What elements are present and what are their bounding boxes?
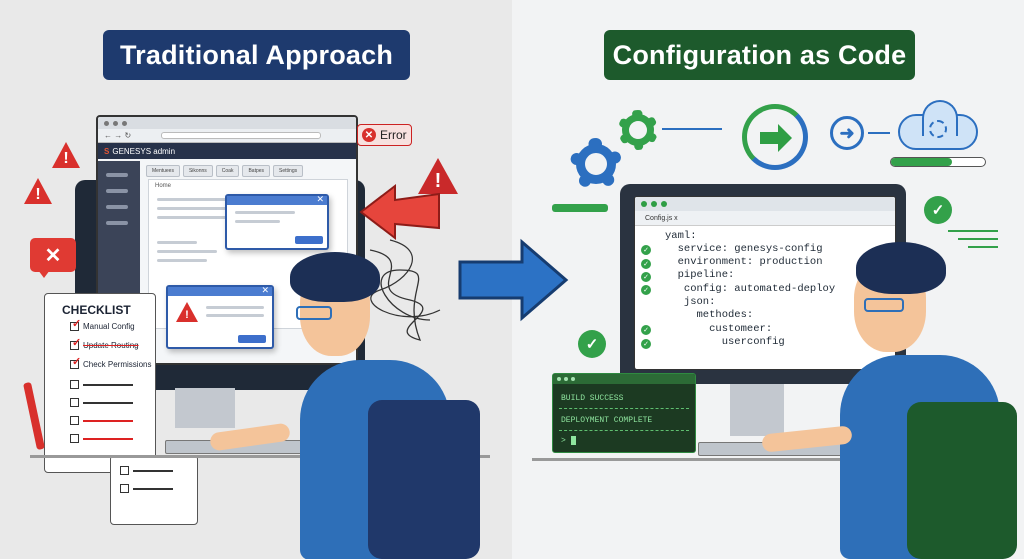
checklist-title: CHECKLIST xyxy=(62,303,131,317)
card-label: Home xyxy=(155,183,172,189)
code-line: environment: production xyxy=(665,256,823,268)
traditional-panel: Traditional Approach ← → ↻ S GENESYS adm… xyxy=(0,0,512,559)
checklist-item xyxy=(120,484,173,493)
transition-arrow-icon xyxy=(458,238,569,322)
office-chair xyxy=(907,402,1017,559)
line-check-icon: ✓ xyxy=(641,339,651,349)
code-line: config: automated-deploy xyxy=(665,283,836,295)
config-title: Configuration as Code xyxy=(604,30,915,80)
checklist-item xyxy=(70,434,133,443)
code-line: userconfig xyxy=(665,336,785,348)
dialog-ok-button[interactable] xyxy=(295,236,323,244)
checklist-paper xyxy=(44,293,156,473)
line-check-icon: ✓ xyxy=(641,259,651,269)
terminal-window: BUILD SUCCESS DEPLOYMENT COMPLETE > xyxy=(552,373,696,453)
sync-icon xyxy=(742,104,808,170)
tangled-wires-icon xyxy=(369,239,441,341)
config-as-code-panel: Configuration as Code ➜ ✓ ✓ Config.js x … xyxy=(512,0,1024,559)
line-check-icon: ✓ xyxy=(641,325,651,335)
check-circle-icon: ✓ xyxy=(578,330,606,358)
check-circle-icon: ✓ xyxy=(924,196,952,224)
checklist-item: ✓Update Routing xyxy=(70,337,139,350)
desk xyxy=(532,458,1012,461)
error-bubble-icon: ✕ xyxy=(30,238,76,272)
office-chair xyxy=(368,400,480,559)
genesys-logo-icon: S xyxy=(104,146,110,156)
progress-bar xyxy=(890,157,986,167)
admin-header: S GENESYS admin xyxy=(98,143,356,159)
line-check-icon: ✓ xyxy=(641,272,651,282)
pen-icon xyxy=(23,381,45,451)
checklist-item xyxy=(120,466,173,475)
terminal-prompt[interactable]: > xyxy=(561,436,576,446)
error-x-icon: ✕ xyxy=(362,128,376,142)
popup-dialog-1: ✕ xyxy=(225,194,329,250)
tab-3[interactable]: Coak xyxy=(215,165,240,177)
tab-5[interactable]: Settings xyxy=(273,165,304,177)
popup-dialog-2: ✕ ! xyxy=(166,285,274,349)
code-line: methodes: xyxy=(665,309,754,321)
cloud-sync-icon xyxy=(929,120,947,138)
terminal-line: BUILD SUCCESS xyxy=(561,394,624,403)
dialog-close-icon[interactable]: ✕ xyxy=(316,194,324,204)
admin-tabs: Mentuees Sikonns Coak Batpes Settings xyxy=(146,165,304,177)
line-check-icon: ✓ xyxy=(641,285,651,295)
browser-address-bar[interactable]: ← → ↻ xyxy=(98,129,356,143)
terminal-line: DEPLOYMENT COMPLETE xyxy=(561,416,653,425)
monitor-stand xyxy=(175,388,235,428)
glasses-icon xyxy=(296,306,332,320)
red-arrow-icon xyxy=(359,183,440,241)
browser-titlebar xyxy=(98,117,356,129)
glasses-icon xyxy=(864,298,904,312)
checklist-item xyxy=(70,380,133,389)
line-check-icon: ✓ xyxy=(641,245,651,255)
admin-header-title: GENESYS admin xyxy=(112,146,176,156)
code-line: pipeline: xyxy=(665,269,735,281)
arrow-circle-icon: ➜ xyxy=(830,116,864,150)
dialog-close-icon[interactable]: ✕ xyxy=(261,285,269,295)
code-editor-window: Config.js x yaml: service: genesys-confi… xyxy=(634,196,896,370)
editor-titlebar xyxy=(635,197,895,211)
developer-hair xyxy=(856,242,946,294)
checklist-item: ✓Check Permissions xyxy=(70,356,152,369)
tab-2[interactable]: Sikonns xyxy=(182,165,213,177)
code-line: customeer: xyxy=(665,323,773,335)
traditional-title: Traditional Approach xyxy=(103,30,410,80)
tab-1[interactable]: Mentuees xyxy=(146,165,180,177)
code-line: service: genesys-config xyxy=(665,243,823,255)
error-badge: ✕ Error xyxy=(357,124,412,146)
warning-icon xyxy=(418,158,458,194)
dialog-ok-button-2[interactable] xyxy=(238,335,266,343)
desk xyxy=(30,455,490,458)
warning-icon xyxy=(24,178,52,204)
checklist-item xyxy=(70,416,133,425)
warning-icon xyxy=(52,142,80,168)
tab-4[interactable]: Batpes xyxy=(242,165,271,177)
editor-file-tab[interactable]: Config.js x xyxy=(635,211,895,225)
dialog-warning-icon xyxy=(176,302,198,322)
terminal-titlebar xyxy=(553,374,695,384)
checklist-item: ✓Manual Config xyxy=(70,318,135,331)
monitor-stand xyxy=(730,384,784,436)
checklist-item xyxy=(70,398,133,407)
developer-hair xyxy=(290,252,380,302)
code-line: json: xyxy=(665,296,716,308)
error-label: Error xyxy=(380,128,407,142)
code-line: yaml: xyxy=(665,230,697,242)
